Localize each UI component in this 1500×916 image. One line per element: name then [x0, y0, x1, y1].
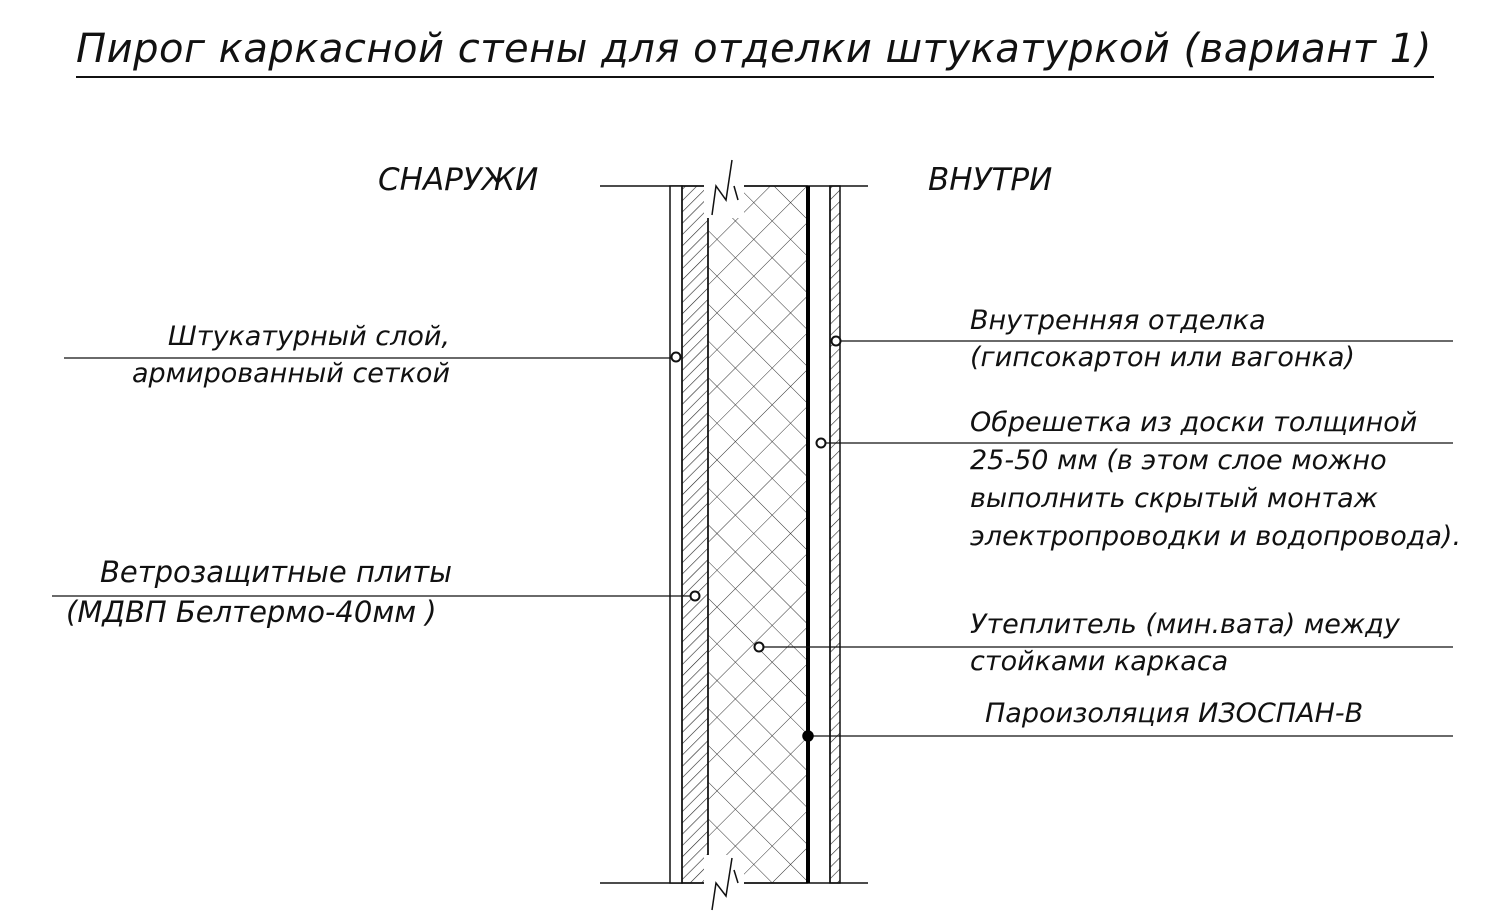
batten-label-line1: Обрешетка из доски толщиной: [970, 407, 1418, 438]
plaster-label-line1: Штукатурный слой,: [167, 321, 450, 352]
diagram-title: Пирог каркасной стены для отделки штукат…: [76, 26, 1432, 72]
top-break-mark: [704, 159, 744, 218]
windboard-label-line2: (МДВП Белтермо-40мм ): [66, 595, 437, 629]
batten-label-line4: электропроводки и водопровода).: [970, 521, 1462, 552]
inside-label: ВНУТРИ: [928, 162, 1053, 198]
vapor-label: Пароизоляция ИЗОСПАН-В: [985, 698, 1364, 729]
batten-leader-dot: [815, 437, 827, 449]
batten-label-line2: 25-50 мм (в этом слое можно: [970, 445, 1387, 476]
outside-label: СНАРУЖИ: [378, 162, 539, 198]
windboard-label-line1: Ветрозащитные плиты: [100, 555, 453, 589]
finish-leader-dot: [830, 335, 842, 347]
plaster-leader-dot: [670, 351, 682, 363]
bottom-break-mark: [704, 855, 744, 911]
insulation-label-line2: стойками каркаса: [970, 646, 1229, 677]
inner-finish-layer: [829, 185, 841, 884]
finish-label-line1: Внутренняя отделка: [970, 305, 1266, 336]
plaster-label-line2: армированный сеткой: [131, 358, 450, 389]
insulation-leader-dot: [753, 641, 765, 653]
insulation-label-line1: Утеплитель (мин.вата) между: [970, 609, 1400, 640]
vapor-leader-dot: [802, 730, 814, 742]
finish-label-line2: (гипсокартон или вагонка): [970, 342, 1355, 373]
windboard-layer: [681, 185, 709, 884]
insulation-layer: [707, 185, 808, 884]
windboard-leader-dot: [689, 590, 701, 602]
plaster-layer: [669, 185, 683, 884]
batten-label-line3: выполнить скрытый монтаж: [970, 483, 1379, 514]
